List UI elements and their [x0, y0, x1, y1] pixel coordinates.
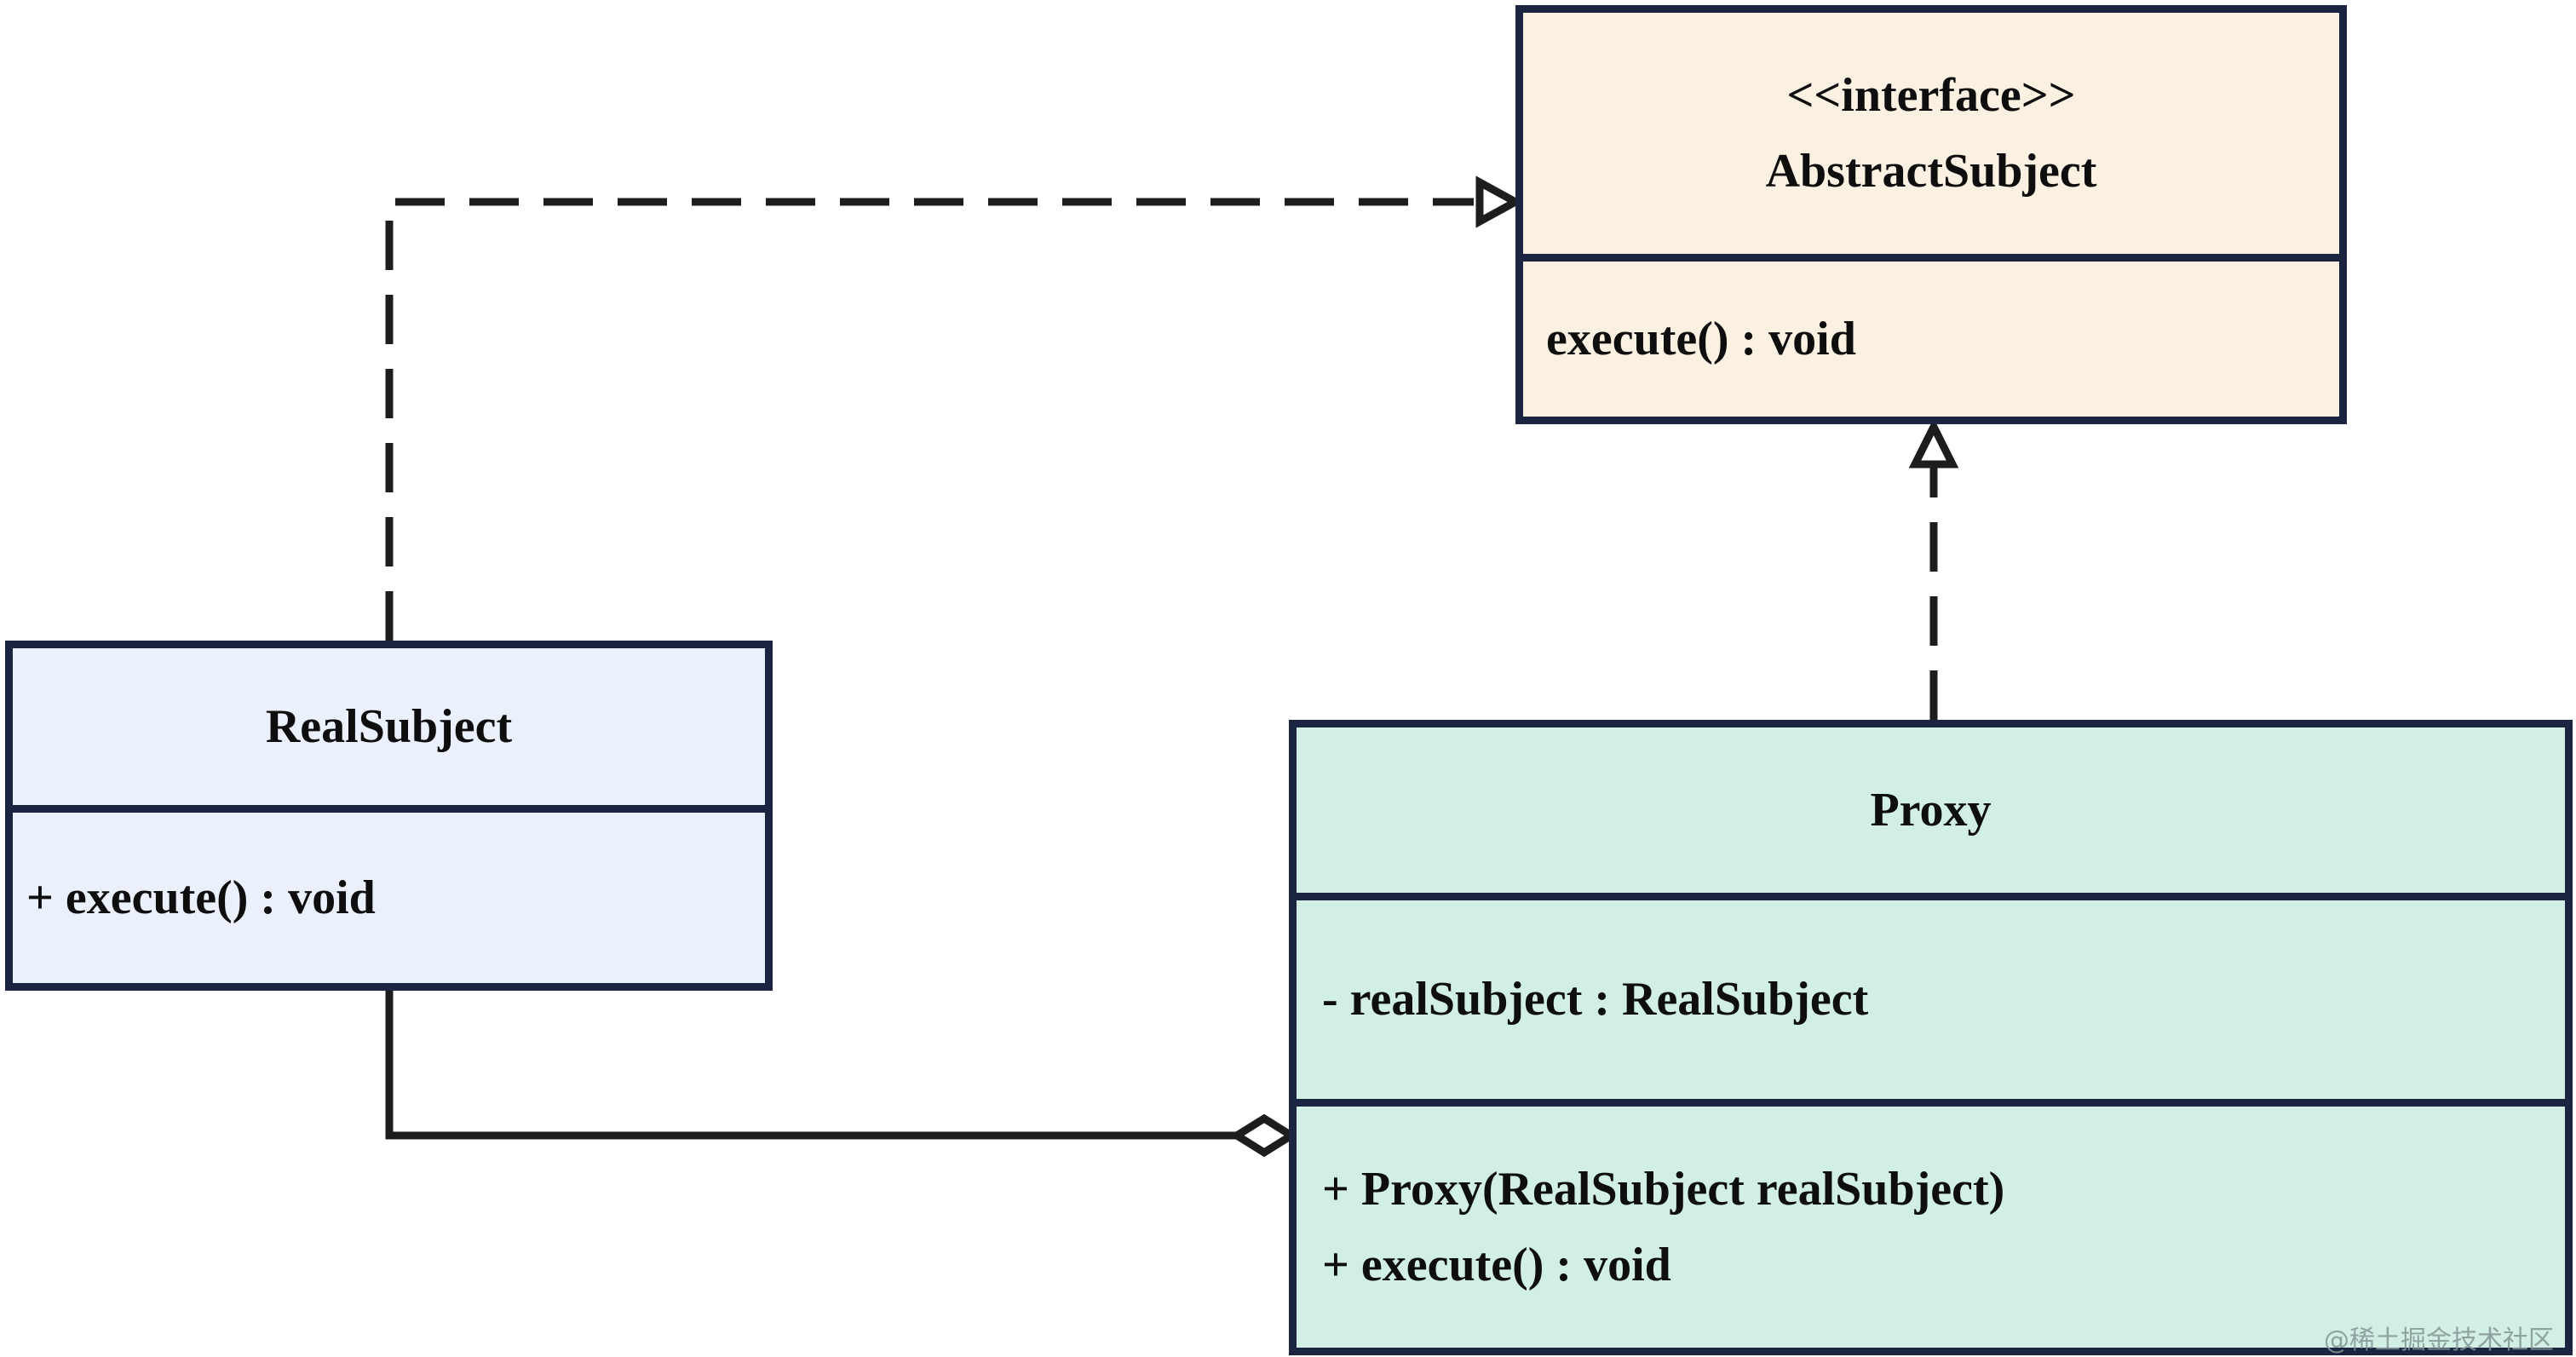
- realsubject-title-compartment: RealSubject: [13, 648, 765, 805]
- proxy-methods-compartment: + Proxy(RealSubject realSubject) + execu…: [1297, 1099, 2565, 1348]
- abstractsubject-class-name: AbstractSubject: [1765, 144, 2097, 198]
- abstractsubject-title-compartment: <<interface>> AbstractSubject: [1523, 13, 2339, 254]
- realsubject-methods-compartment: + execute() : void: [13, 805, 765, 983]
- watermark-text: @稀土掘金技术社区: [2324, 1325, 2554, 1355]
- proxy-class-name: Proxy: [1870, 783, 1992, 837]
- realsubject-method: + execute() : void: [26, 871, 376, 924]
- realization-triangle-icon: [1908, 417, 1959, 469]
- proxy-method-constructor: + Proxy(RealSubject realSubject): [1322, 1163, 2005, 1216]
- class-box-realsubject: RealSubject + execute() : void: [5, 641, 773, 991]
- proxy-attribute: - realSubject : RealSubject: [1322, 973, 1869, 1026]
- aggregation-line-realsubject-to-proxy: [385, 991, 1237, 1140]
- proxy-title-compartment: Proxy: [1297, 727, 2565, 893]
- class-box-abstractsubject: <<interface>> AbstractSubject execute() …: [1515, 5, 2347, 424]
- realsubject-class-name: RealSubject: [265, 699, 513, 753]
- proxy-method-execute: + execute() : void: [1322, 1238, 1671, 1291]
- proxy-attributes-compartment: - realSubject : RealSubject: [1297, 893, 2565, 1099]
- abstractsubject-methods-compartment: execute() : void: [1523, 254, 2339, 417]
- abstractsubject-stereotype: <<interface>>: [1786, 69, 2076, 123]
- aggregation-diamond-icon: [1229, 1113, 1299, 1158]
- abstractsubject-method: execute() : void: [1546, 312, 1856, 365]
- realization-triangle-icon: [1475, 175, 1524, 228]
- class-box-proxy: Proxy - realSubject : RealSubject + Prox…: [1289, 720, 2573, 1355]
- realization-line-realsubject-to-abstractsubject: [385, 198, 1474, 641]
